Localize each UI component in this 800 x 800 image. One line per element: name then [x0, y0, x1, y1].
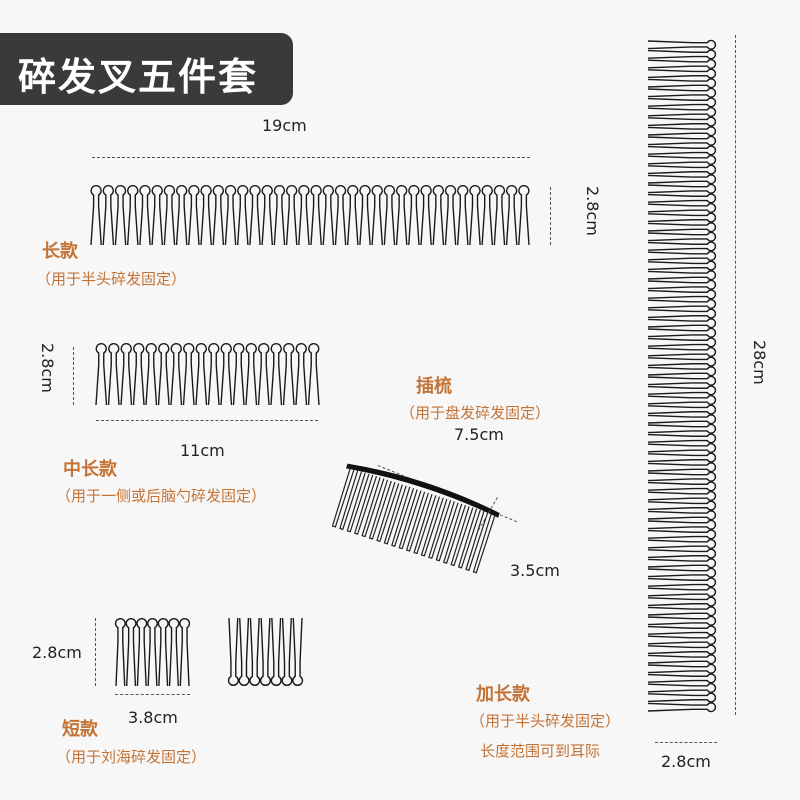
comb-spine	[345, 463, 500, 518]
extra-long-name: 加长款	[476, 684, 530, 705]
medium-height-line	[73, 347, 74, 405]
comb-teeth	[331, 467, 496, 574]
short-usage: （用于刘海碎发固定）	[56, 748, 207, 766]
short-name: 短款	[62, 719, 98, 740]
short-height-label: 2.8cm	[32, 643, 82, 662]
medium-name: 中长款	[63, 459, 117, 480]
insert-height-label: 3.5cm	[510, 561, 560, 580]
medium-usage: （用于一侧或后脑勺碎发固定）	[56, 487, 267, 505]
comb-teeth	[90, 185, 530, 246]
medium-width-line	[96, 420, 318, 421]
long-width-label: 19cm	[262, 116, 307, 135]
extra-long-height-line	[735, 35, 736, 715]
medium-width-label: 11cm	[180, 441, 225, 460]
short-height-line	[95, 618, 96, 686]
comb-teeth	[647, 39, 717, 713]
extra-long-usage: （用于半头碎发固定）	[470, 712, 621, 730]
insert-width-label: 7.5cm	[454, 425, 504, 444]
short-comb-image-2	[227, 617, 304, 687]
comb-teeth	[227, 617, 304, 687]
short-width-line	[115, 694, 190, 695]
extra-long-comb-image	[647, 39, 717, 713]
short-comb-image-1	[114, 617, 191, 687]
insert-comb-image	[331, 463, 500, 574]
comb-teeth	[95, 343, 320, 406]
medium-height-label: 2.8cm	[38, 343, 57, 393]
long-comb-image	[90, 185, 530, 246]
insert-name: 插梳	[416, 376, 452, 397]
title-banner	[0, 33, 293, 105]
comb-teeth	[114, 617, 191, 687]
page-title: 碎发叉五件套	[18, 55, 259, 99]
long-usage: （用于半头碎发固定）	[36, 270, 187, 288]
long-name: 长款	[42, 241, 78, 262]
extra-long-width-line	[655, 742, 717, 743]
long-height-label: 2.8cm	[583, 186, 602, 236]
medium-comb-image	[95, 343, 320, 406]
extra-long-width-label: 2.8cm	[661, 752, 711, 771]
extra-long-height-label: 28cm	[750, 340, 769, 385]
long-height-line	[550, 187, 551, 245]
insert-usage: （用于盘发碎发固定）	[400, 404, 551, 422]
short-width-label: 3.8cm	[128, 708, 178, 727]
extra-long-note: 长度范围可到耳际	[480, 742, 601, 760]
long-width-line	[92, 157, 530, 158]
